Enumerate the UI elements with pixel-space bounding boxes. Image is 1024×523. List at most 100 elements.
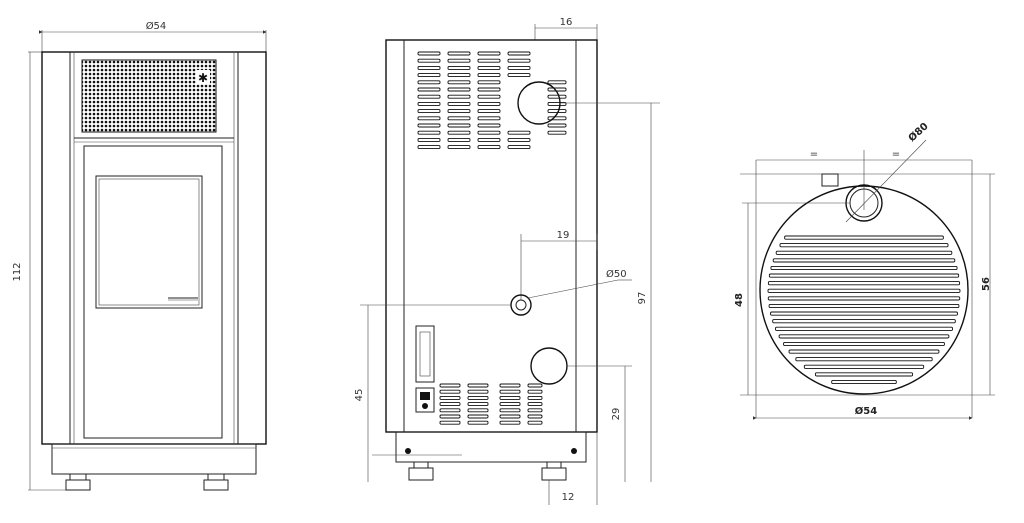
vent-slot — [447, 145, 471, 150]
vent-slot — [527, 389, 543, 394]
vent-slot — [507, 130, 531, 135]
vent-slot — [775, 326, 953, 331]
vent-slot — [547, 130, 567, 135]
vent-slot — [417, 87, 441, 92]
vent-slot — [767, 288, 961, 293]
flue-diameter-label: Ø80 — [906, 120, 931, 144]
vent-slot — [783, 341, 945, 347]
top-view: = = Ø80 48 56 Ø54 — [734, 120, 995, 420]
front-height-label: 112 — [12, 262, 23, 281]
vent-slot — [447, 101, 471, 106]
vent-slot — [477, 116, 501, 121]
vent-slot — [447, 80, 471, 85]
vent-slot — [467, 420, 489, 425]
vent-slot — [775, 250, 953, 255]
vent-slot — [803, 364, 925, 369]
vent-slot — [767, 296, 961, 301]
vent-slot — [417, 101, 441, 106]
vent-slot — [547, 123, 567, 128]
bottom-offset-label: 12 — [562, 492, 575, 503]
vent-slot — [779, 243, 949, 248]
vent-slot — [447, 51, 471, 56]
front-view: Ø54 112 ✱ — [12, 20, 267, 491]
vent-slot — [795, 357, 933, 362]
vent-slot — [447, 137, 471, 142]
vent-slot — [507, 51, 531, 56]
vent-slot — [499, 420, 521, 425]
vent-slot — [447, 109, 471, 114]
vent-slot — [439, 402, 461, 407]
equal-left-label: = — [810, 149, 818, 160]
inlet-height-label: 45 — [354, 389, 365, 402]
stove-round-body — [759, 185, 969, 395]
upper-vents — [417, 51, 567, 150]
outlet-height-label: 29 — [611, 408, 622, 421]
vent-slot — [507, 73, 531, 78]
vent-slot — [417, 137, 441, 142]
vent-slot — [467, 395, 489, 400]
vent-slot — [477, 51, 501, 56]
vent-slot — [439, 408, 461, 413]
vent-slot — [417, 109, 441, 114]
vent-slot — [499, 402, 521, 407]
lower-vents — [439, 383, 543, 425]
vent-slot — [547, 116, 567, 121]
equal-right-label: = — [892, 149, 900, 160]
vent-slot — [814, 372, 914, 377]
vent-slot — [477, 109, 501, 114]
vent-slot — [507, 145, 531, 150]
top-grille — [767, 235, 961, 385]
vent-slot — [477, 73, 501, 78]
vent-slot — [547, 94, 567, 99]
vent-slot — [467, 408, 489, 413]
vent-slot — [447, 58, 471, 63]
inlet-diameter-label: Ø50 — [606, 268, 627, 280]
vent-slot — [499, 383, 521, 388]
vent-slot — [439, 383, 461, 388]
vent-slot — [417, 123, 441, 128]
vent-slot — [417, 58, 441, 63]
vent-slot — [770, 265, 958, 271]
vent-slot — [477, 145, 501, 150]
vent-slot — [447, 123, 471, 128]
exhaust-outlet — [530, 347, 568, 385]
vent-slot — [527, 395, 543, 400]
vent-slot — [467, 389, 489, 394]
vent-slot — [447, 94, 471, 99]
vent-slot — [477, 137, 501, 142]
vent-slot — [439, 420, 461, 425]
vent-slot — [477, 65, 501, 70]
vent-slot — [447, 73, 471, 78]
vent-slot — [447, 130, 471, 135]
vent-slot — [417, 145, 441, 150]
vent-slot — [788, 349, 940, 354]
vent-slot — [477, 130, 501, 135]
vent-slot — [417, 130, 441, 135]
vent-slot — [527, 420, 543, 425]
vent-slot — [467, 414, 489, 419]
vent-slot — [477, 94, 501, 99]
vent-slot — [417, 65, 441, 70]
front-width-label: Ø54 — [146, 20, 167, 32]
vent-slot — [499, 408, 521, 413]
total-height-label: 97 — [637, 292, 648, 305]
vent-slot — [477, 101, 501, 106]
vent-slot — [417, 80, 441, 85]
vent-slot — [784, 235, 944, 240]
vent-slot — [527, 408, 543, 413]
vent-slot — [772, 319, 956, 324]
left-foot — [65, 479, 91, 491]
total-depth-label: 56 — [981, 277, 992, 291]
logo-mark-icon: ✱ — [198, 71, 208, 85]
vent-slot — [439, 389, 461, 394]
vent-slot — [447, 116, 471, 121]
top-diameter-label: Ø54 — [855, 405, 877, 417]
vent-slot — [439, 414, 461, 419]
front-grille — [81, 59, 217, 133]
vent-slot — [417, 73, 441, 78]
vent-slot — [547, 87, 567, 92]
control-panel — [415, 325, 435, 383]
stove-door — [83, 145, 223, 439]
vent-slot — [477, 58, 501, 63]
vent-slot — [547, 109, 567, 114]
